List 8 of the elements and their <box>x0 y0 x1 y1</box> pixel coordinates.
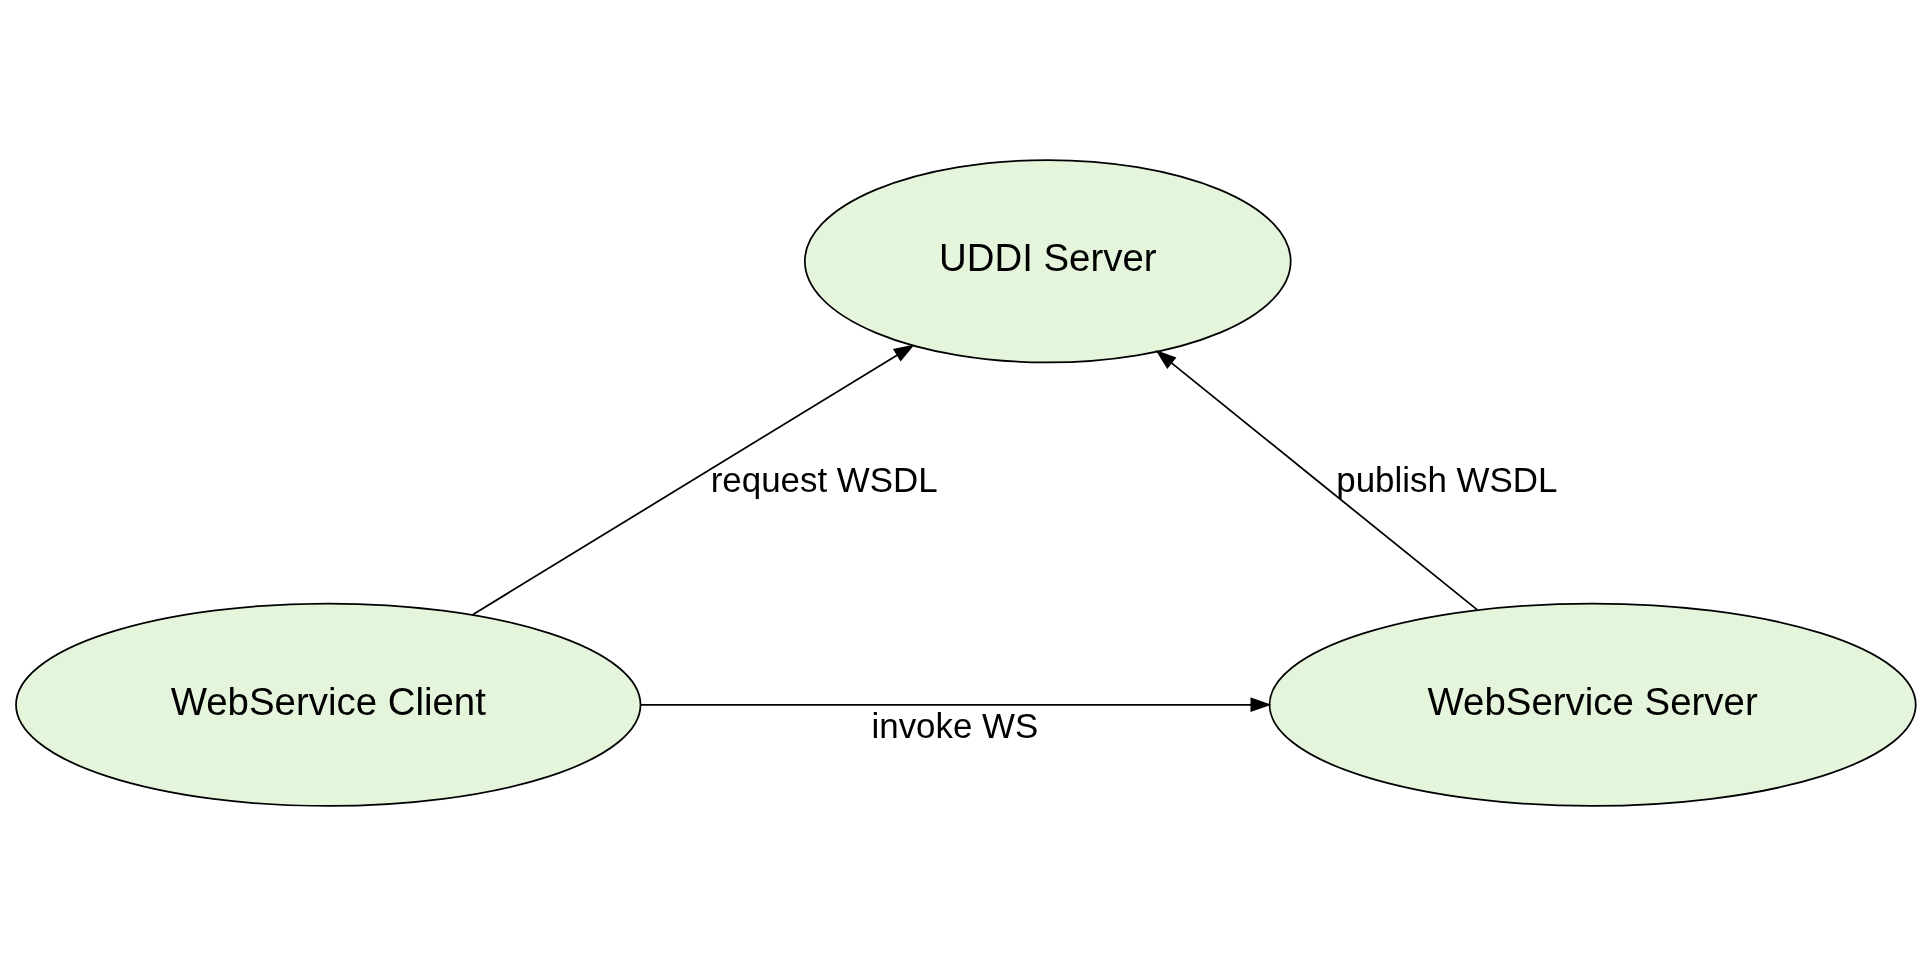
node-ellipse: WebService Server <box>1268 602 1917 807</box>
arrow <box>639 696 1272 712</box>
arrow <box>1155 349 1478 611</box>
edge-label: publish WSDL <box>1336 459 1558 499</box>
arrow <box>472 343 915 615</box>
edge-label: request WSDL <box>710 459 938 499</box>
node-ellipse: WebService Client <box>15 602 642 807</box>
edge-label: invoke WS <box>871 705 1039 745</box>
